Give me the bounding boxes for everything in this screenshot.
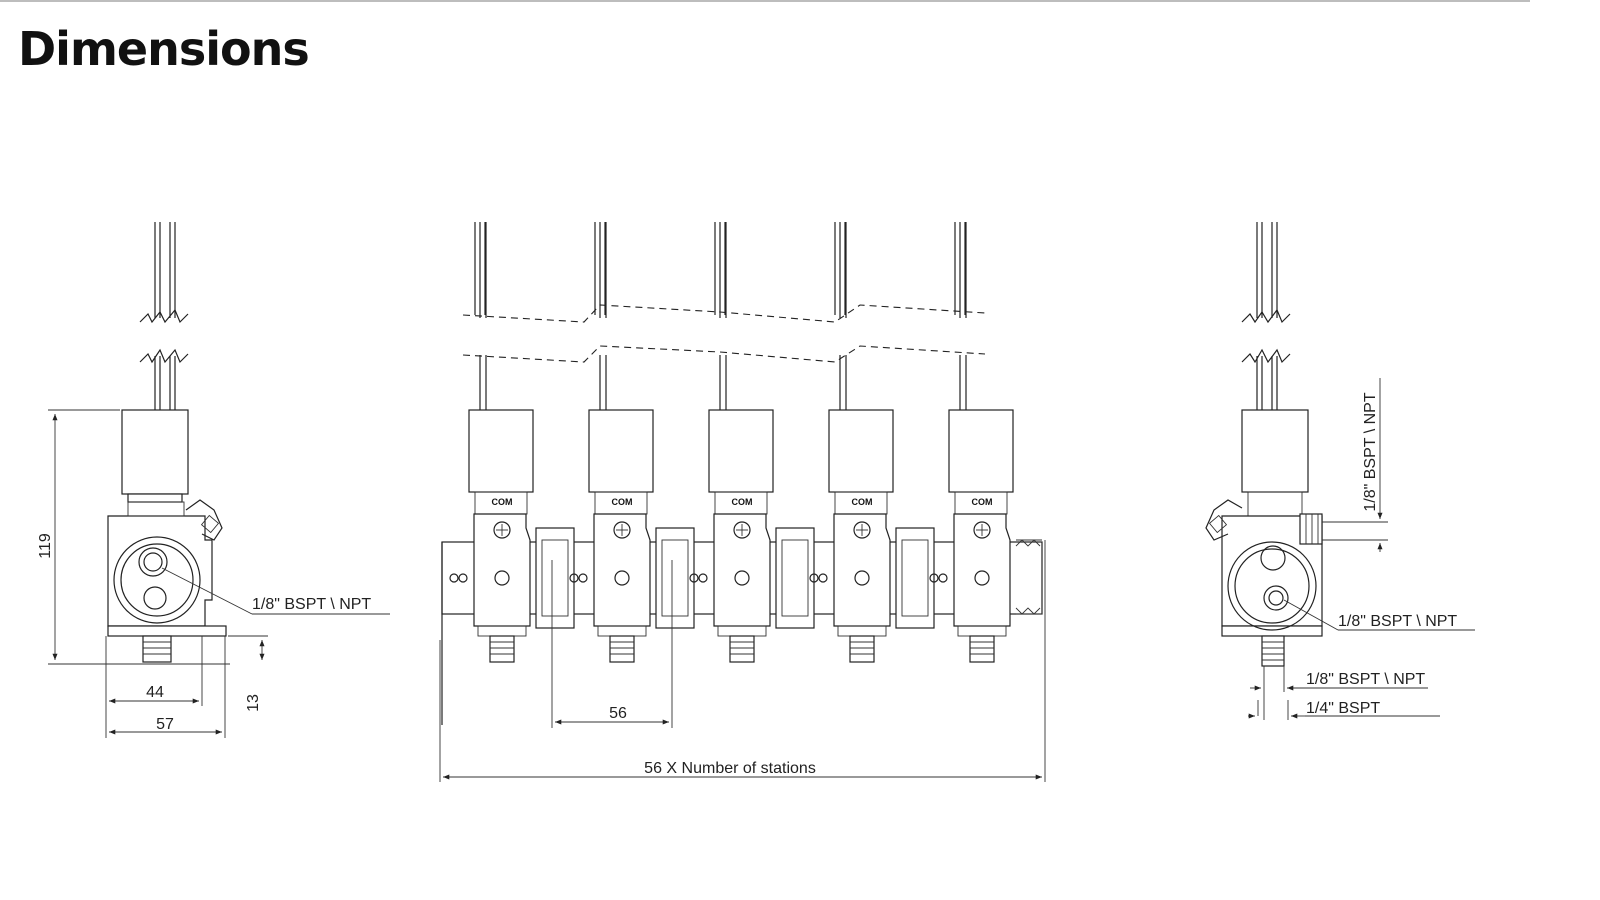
- left-port-upper: [138, 547, 168, 577]
- station-screw: [973, 521, 991, 539]
- right-coil: [1241, 409, 1309, 493]
- manifold-view: COM COM COM COM COM 56 56 X Number of statio…: [439, 222, 1046, 782]
- right-wires: [1241, 222, 1291, 410]
- station-fitting: [609, 635, 635, 663]
- left-fitting: [142, 635, 172, 663]
- right-port-bottom-2-callout: 1/4" BSPT: [1306, 700, 1380, 717]
- station-fitting: [849, 635, 875, 663]
- right-neck: [1247, 491, 1303, 517]
- station-screw: [493, 521, 511, 539]
- station-com-label: COM: [972, 497, 993, 507]
- left-wires: [139, 222, 189, 410]
- side-view-left: 119 44 57 13 1/8" BSPT \ NPT: [37, 222, 390, 738]
- right-disk: [1227, 541, 1317, 631]
- dim-pitch-56: 56: [609, 705, 627, 722]
- dim-height-119: 119: [37, 533, 54, 559]
- station-valve-body: [473, 513, 531, 627]
- station-valve-body: [713, 513, 771, 627]
- station-valve-body: [833, 513, 891, 627]
- manifold-station: COM: [929, 222, 1014, 663]
- left-disk: [113, 536, 201, 624]
- right-bottom-fitting: [1261, 635, 1285, 667]
- side-view-right: 1/8" BSPT \ NPT 1/8" BSPT \ NPT 1/8" BSP…: [1205, 222, 1475, 720]
- end-thread: [1015, 539, 1042, 615]
- station-screw: [613, 521, 631, 539]
- right-base-plate: [1221, 625, 1323, 637]
- left-body: [107, 515, 213, 627]
- manifold-station: COM: [449, 222, 575, 663]
- left-coil-base: [127, 493, 183, 503]
- right-port-mid-callout: 1/8" BSPT \ NPT: [1338, 613, 1457, 630]
- break-line-upper: [462, 304, 986, 323]
- dim-total-length: 56 X Number of stations: [644, 760, 816, 777]
- station-valve-body: [953, 513, 1011, 627]
- station-coil: [708, 409, 774, 493]
- station-com-label: COM: [612, 497, 633, 507]
- station-screw: [733, 521, 751, 539]
- station-port: [734, 570, 750, 586]
- station-com-label: COM: [492, 497, 513, 507]
- station-com-label: COM: [732, 497, 753, 507]
- left-port-lower: [143, 586, 167, 610]
- station-port: [494, 570, 510, 586]
- manifold-station: COM: [569, 222, 695, 663]
- station-coil: [588, 409, 654, 493]
- left-coil: [121, 409, 189, 495]
- left-dimension-lines: [48, 409, 390, 738]
- station-screw: [853, 521, 871, 539]
- station-coil: [468, 409, 534, 493]
- manifold-station: COM: [809, 222, 935, 663]
- dim-width-57: 57: [156, 716, 174, 733]
- dim-fitting-13: 13: [245, 694, 262, 712]
- station-coil: [828, 409, 894, 493]
- right-port-bottom-1-callout: 1/8" BSPT \ NPT: [1306, 671, 1425, 688]
- page-title: Dimensions: [18, 22, 310, 76]
- right-side-fitting: [1299, 513, 1323, 545]
- manifold-dimension-lines: [439, 540, 1046, 782]
- station-fitting: [729, 635, 755, 663]
- station-valve-body: [593, 513, 651, 627]
- station-port: [614, 570, 630, 586]
- station-fitting: [489, 635, 515, 663]
- dim-width-44: 44: [146, 684, 164, 701]
- left-port-callout: 1/8" BSPT \ NPT: [252, 596, 371, 613]
- station-port: [854, 570, 870, 586]
- top-rule: [0, 0, 1530, 2]
- right-dimension-lines: [1248, 378, 1475, 720]
- left-neck: [127, 501, 185, 517]
- station-coil: [948, 409, 1014, 493]
- right-port-top-callout: 1/8" BSPT \ NPT: [1362, 392, 1379, 511]
- right-port-lower: [1263, 585, 1289, 611]
- station-fitting: [969, 635, 995, 663]
- station-port: [974, 570, 990, 586]
- right-clip: [1205, 499, 1243, 541]
- right-port-upper: [1260, 545, 1286, 571]
- left-base-plate: [107, 625, 227, 637]
- station-com-label: COM: [852, 497, 873, 507]
- left-clip: [185, 499, 223, 541]
- break-line-lower: [462, 345, 986, 363]
- manifold-station: COM: [689, 222, 815, 663]
